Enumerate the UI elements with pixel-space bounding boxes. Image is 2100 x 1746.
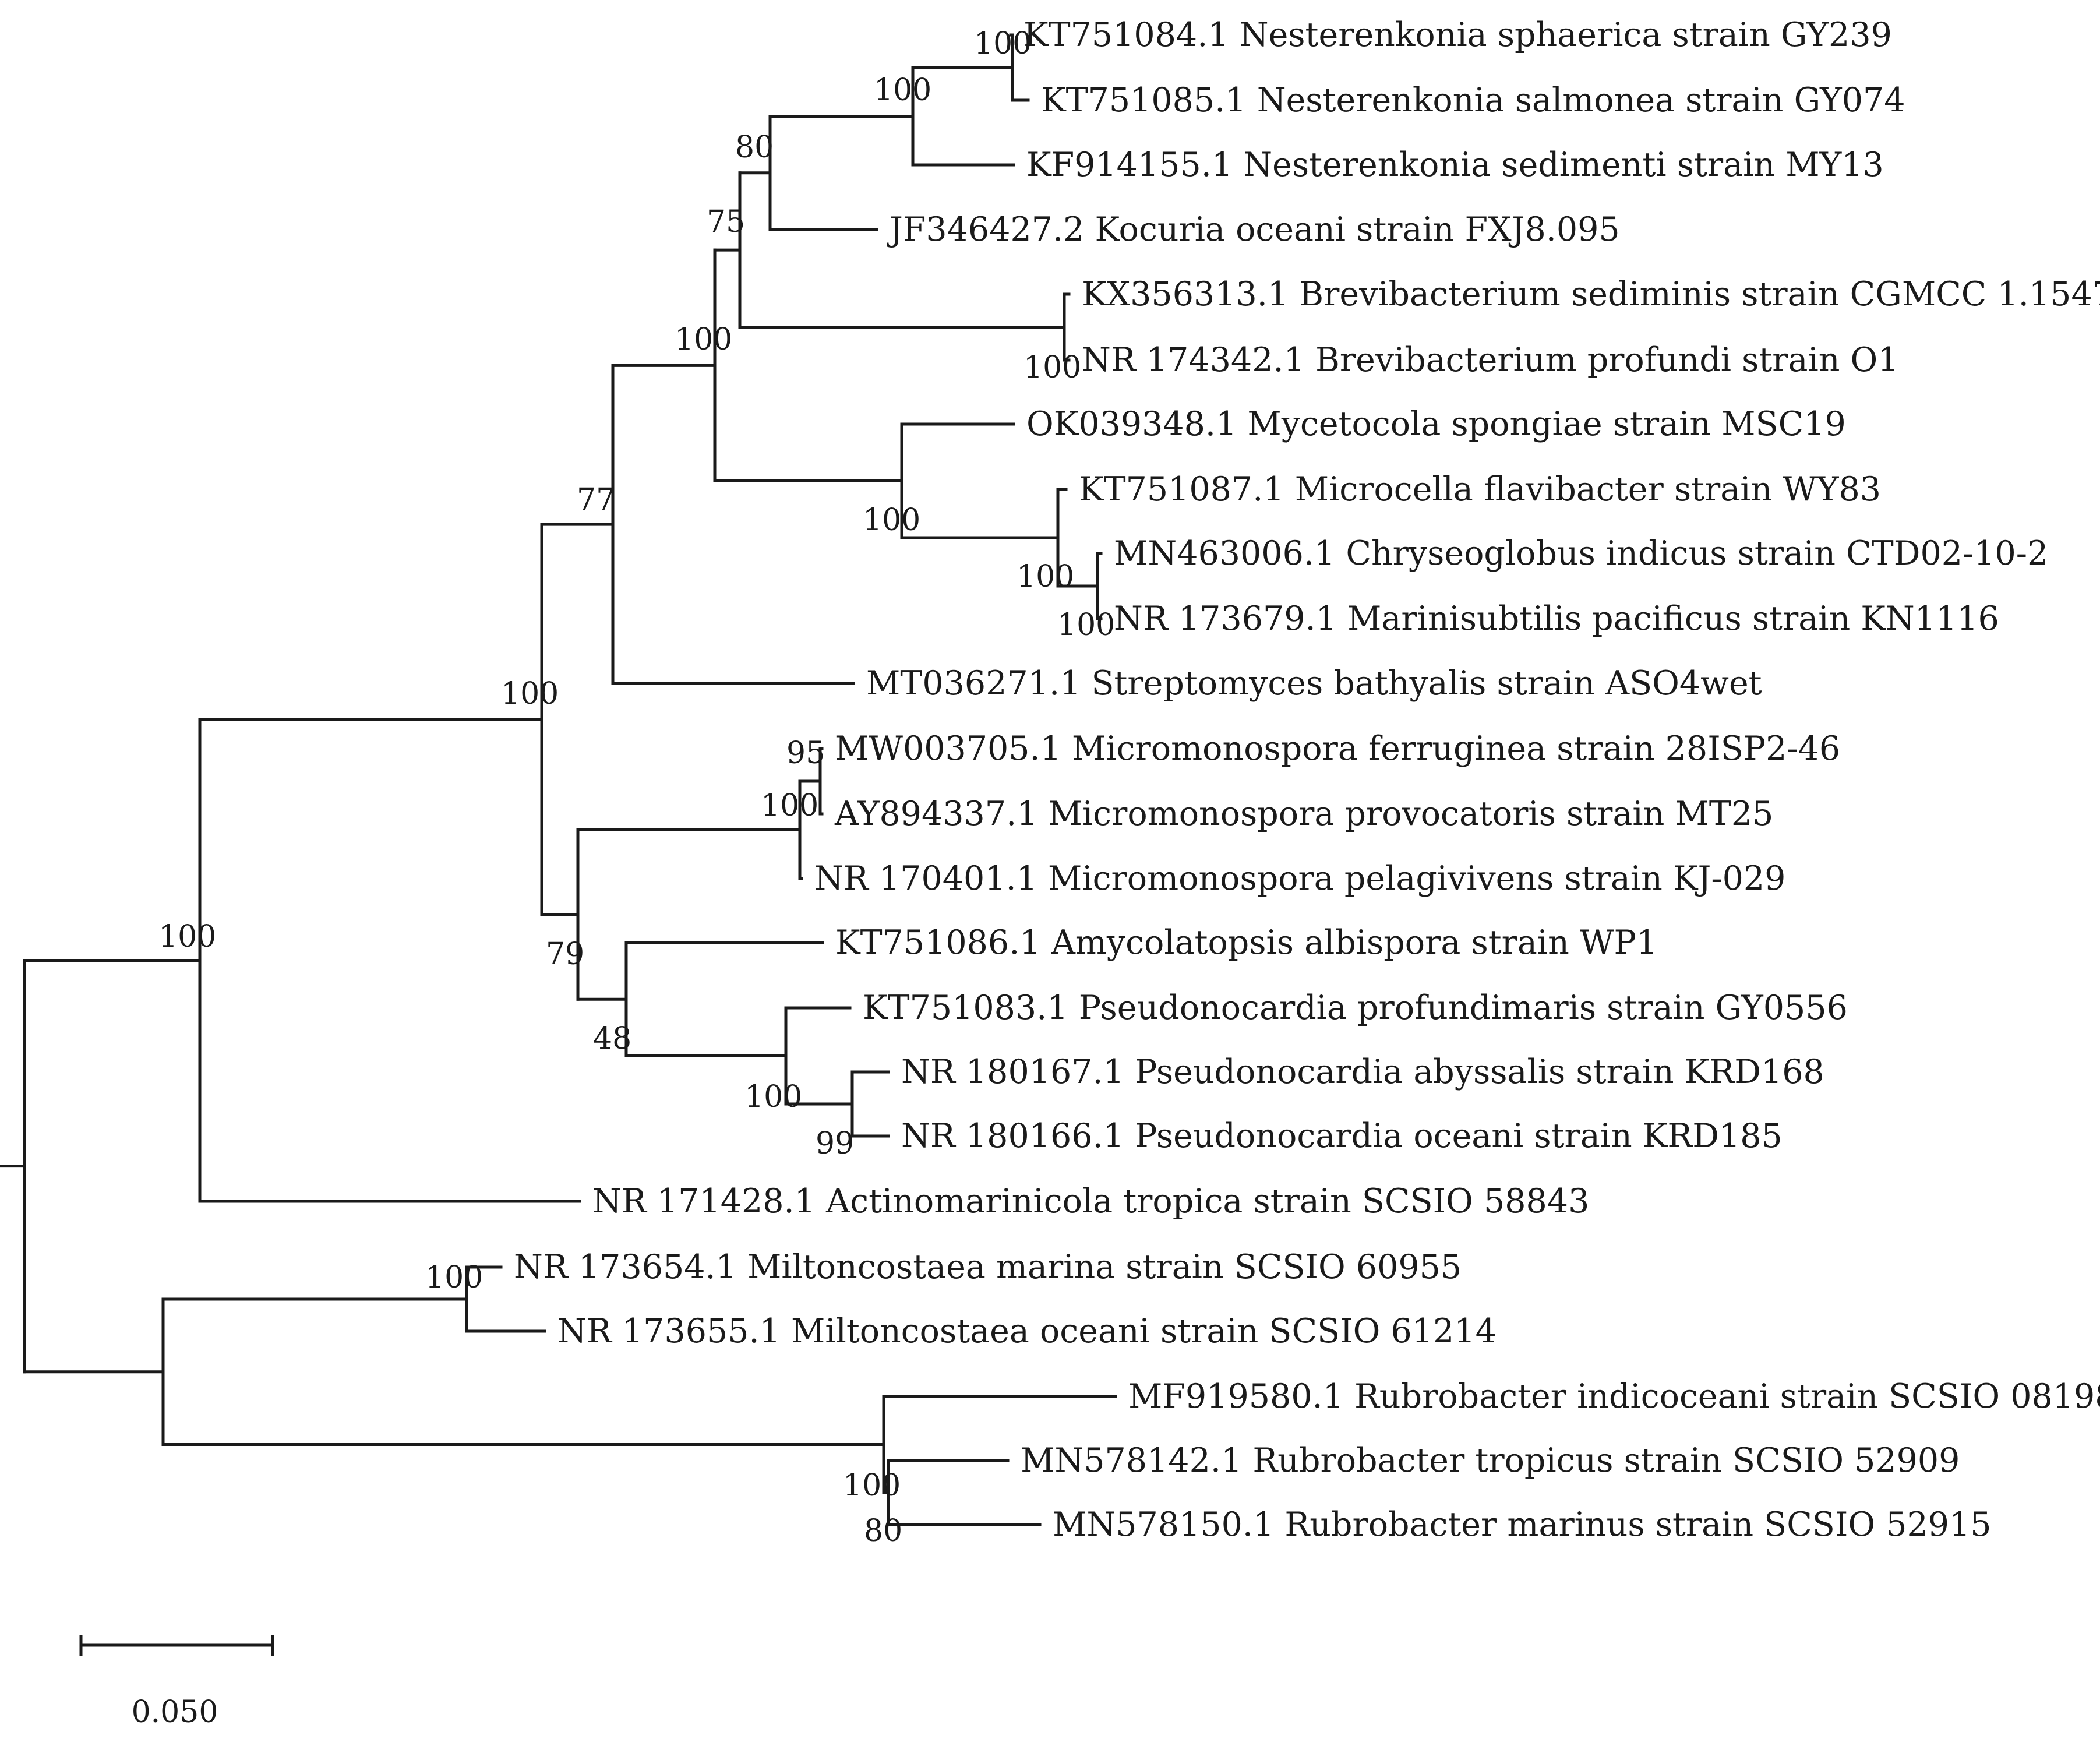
taxon-label-22: MF919580.1 Rubrobacter indicoceani strai… [1128, 1377, 2100, 1416]
bootstrap-value-n16: 79 [546, 937, 584, 972]
bootstrap-value-n7: 100 [1017, 559, 1074, 594]
bootstrap-value-n20: 80 [864, 1514, 902, 1549]
bootstrap-value-n1: 100 [974, 26, 1032, 61]
taxon-label-14: NR 170401.1 Micromonospora pelagivivens … [814, 859, 1785, 898]
taxon-label-17: NR 180167.1 Pseudonocardia abyssalis str… [901, 1053, 1824, 1091]
taxon-label-12: MW003705.1 Micromonospora ferruginea str… [835, 729, 1840, 768]
bootstrap-value-n11: 95 [786, 736, 825, 771]
bootstrap-value-n8: 100 [863, 503, 920, 538]
bootstrap-value-n3: 80 [735, 130, 774, 165]
scale-bar-label: 0.050 [132, 1695, 218, 1730]
bootstrap-value-n14: 100 [744, 1080, 802, 1114]
taxon-label-24: MN578150.1 Rubrobacter marinus strain SC… [1053, 1505, 1992, 1544]
taxon-label-1: KT751084.1 Nesterenkonia sphaerica strai… [1023, 16, 1892, 54]
taxon-label-23: MN578142.1 Rubrobacter tropicus strain S… [1021, 1441, 1960, 1480]
bootstrap-value-n19: 100 [425, 1260, 483, 1295]
bootstrap-value-n6: 100 [1057, 608, 1115, 643]
taxon-label-9: MN463006.1 Chryseoglobus indicus strain … [1114, 534, 2048, 573]
bootstrap-value-n2: 100 [874, 73, 931, 108]
bootstrap-value-n9: 100 [675, 322, 732, 357]
bootstrap-value-n18: 100 [158, 919, 216, 954]
taxon-label-4: JF346427.2 Kocuria oceani strain FXJ8.09… [887, 210, 1620, 249]
bootstrap-value-n17: 100 [501, 676, 559, 711]
bootstrap-value-n4: 100 [1023, 350, 1081, 385]
taxon-label-11: MT036271.1 Streptomyces bathyalis strain… [866, 664, 1762, 703]
taxon-label-19: NR 171428.1 Actinomarinicola tropica str… [592, 1182, 1589, 1221]
taxon-label-6: NR 174342.1 Brevibacterium profundi stra… [1082, 341, 1899, 379]
bootstrap-value-n13: 99 [816, 1126, 854, 1161]
bootstrap-value-n10: 77 [577, 482, 615, 517]
taxon-label-2: KT751085.1 Nesterenkonia salmonea strain… [1041, 81, 1905, 119]
taxon-label-18: NR 180166.1 Pseudonocardia oceani strain… [901, 1117, 1783, 1155]
bootstrap-value-n5: 75 [707, 204, 745, 239]
taxon-label-13: AY894337.1 Micromonospora provocatoris s… [834, 795, 1773, 833]
taxon-label-16: KT751083.1 Pseudonocardia profundimaris … [863, 989, 1848, 1027]
bootstrap-value-n15: 48 [593, 1021, 631, 1056]
taxon-label-21: NR 173655.1 Miltoncostaea oceani strain … [557, 1312, 1497, 1350]
taxon-label-20: NR 173654.1 Miltoncostaea marina strain … [514, 1248, 1462, 1286]
taxon-label-5: KX356313.1 Brevibacterium sediminis stra… [1082, 275, 2100, 313]
taxon-label-10: NR 173679.1 Marinisubtilis pacificus str… [1114, 599, 1999, 638]
taxon-label-8: KT751087.1 Microcella flavibacter strain… [1079, 470, 1881, 509]
bootstrap-value-n21: 100 [843, 1468, 901, 1503]
taxon-label-3: KF914155.1 Nesterenkonia sedimenti strai… [1026, 146, 1884, 184]
scale-bar: 0.050 [79, 1635, 274, 1730]
taxon-label-7: OK039348.1 Mycetocola spongiae strain MS… [1026, 405, 1846, 443]
taxon-label-15: KT751086.1 Amycolatopsis albispora strai… [835, 923, 1657, 962]
bootstrap-value-n12: 100 [761, 788, 818, 823]
